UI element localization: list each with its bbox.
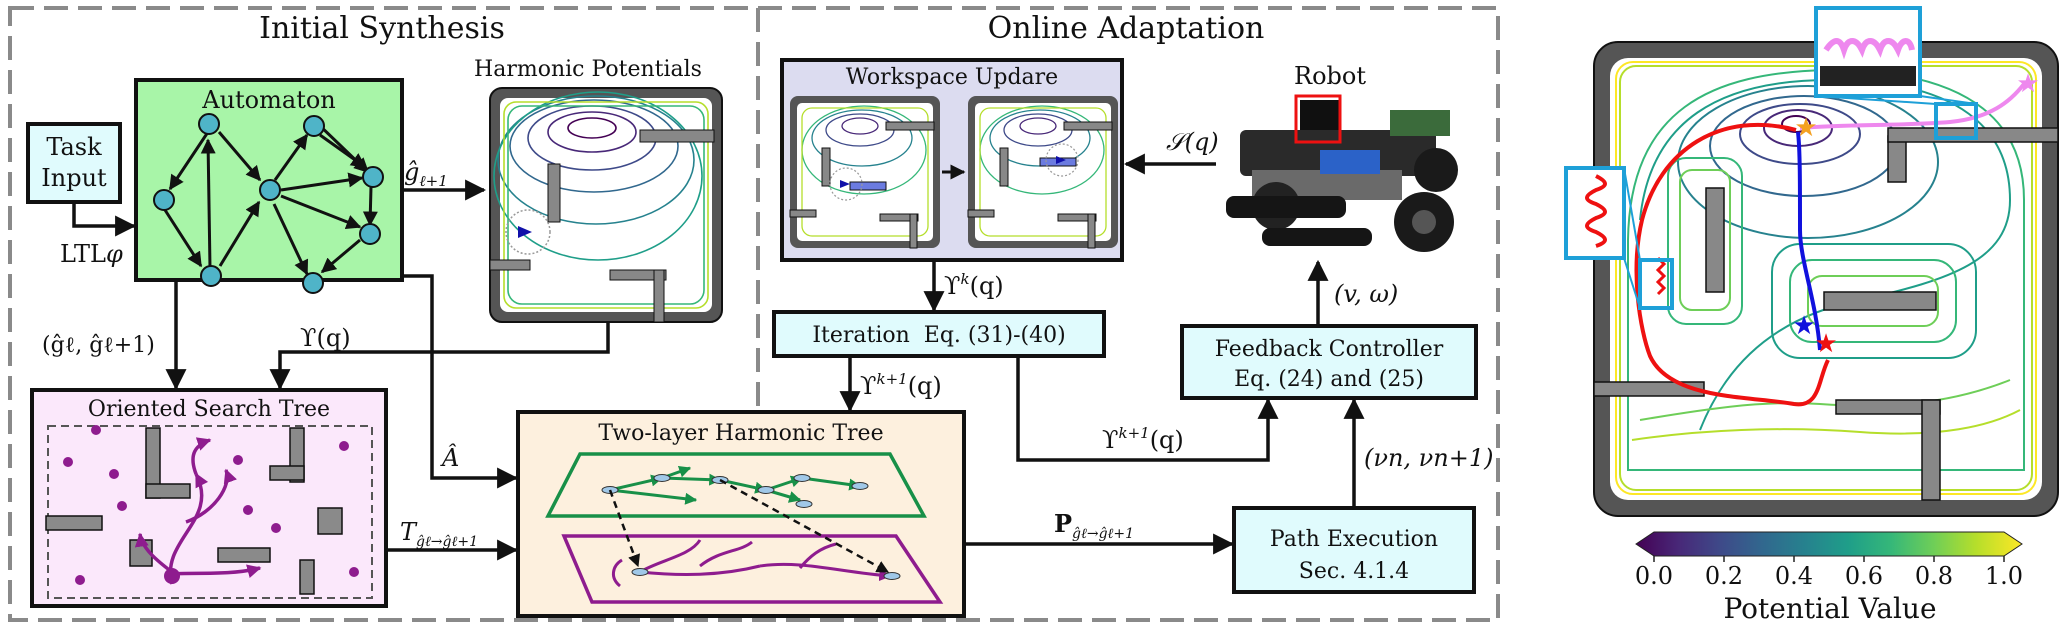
tree-t-label: Tĝℓ→ĝℓ+1 [400, 518, 478, 550]
path-p-label: Pĝℓ→ĝℓ+1 [1054, 509, 1134, 542]
task-input-block: Task Input [26, 122, 122, 204]
section-title-initial: Initial Synthesis [259, 11, 505, 46]
harmonic-potentials-map [489, 87, 723, 323]
colorbar-tick: 0.4 [1775, 562, 1813, 590]
section-title-online: Online Adaptation [988, 11, 1265, 46]
potential-field-map: ★ ★ ★ ★ [1564, 6, 2059, 517]
svg-text:★: ★ [1814, 329, 1837, 359]
ups-k-label: ϒk(q) [944, 270, 1004, 300]
section-frame [8, 6, 1500, 622]
oriented-search-tree-title: Oriented Search Tree [88, 397, 330, 422]
workspace-map-before [789, 96, 940, 249]
colorbar-label: Potential Value [1723, 592, 1936, 625]
a-hat-label: Â [440, 443, 459, 472]
automaton-node [259, 179, 281, 201]
v-omega-label: (v, ω) [1334, 280, 1398, 308]
workspace-map-after [967, 96, 1118, 249]
automaton-node [303, 115, 325, 137]
harmonic-potentials-title: Harmonic Potentials [474, 57, 702, 82]
automaton-title: Automaton [201, 86, 336, 114]
feedback-controller-label-2: Eq. (24) and (25) [1234, 367, 1424, 392]
path-execution-label-2: Sec. 4.1.4 [1299, 559, 1409, 584]
nu-label: (νn, νn+1) [1364, 444, 1493, 472]
upsilon-label: ϒ(q) [300, 324, 351, 352]
path-execution-label-1: Path Execution [1270, 527, 1438, 552]
colorbar: 0.0 0.2 0.4 0.6 0.8 1.0 Potential Value [1635, 531, 2023, 625]
workspace-update-title: Workspace Updare [846, 65, 1058, 90]
ups-k1-label-left: ϒk+1(q) [860, 370, 942, 400]
two-layer-tree-title: Two-layer Harmonic Tree [598, 421, 883, 446]
two-layer-harmonic-tree-block: Two-layer Harmonic Tree [516, 410, 966, 618]
automaton-node [302, 272, 324, 294]
s-q-label: 𝒮(q) [1166, 128, 1219, 156]
task-input-label-2: Input [41, 164, 107, 192]
colorbar-tick: 0.6 [1845, 562, 1883, 590]
iteration-block: Iteration Eq. (31)-(40) [772, 310, 1106, 358]
colorbar-tick: 1.0 [1985, 562, 2023, 590]
feedback-controller-block: Feedback Controller Eq. (24) and (25) [1180, 324, 1478, 400]
colorbar-tick: 0.8 [1915, 562, 1953, 590]
path-execution-block: Path Execution Sec. 4.1.4 [1232, 506, 1476, 594]
task-input-label-1: Task [46, 133, 102, 161]
robot-photo [1218, 90, 1464, 260]
automaton-node [200, 265, 222, 287]
svg-text:★: ★ [1792, 311, 1815, 341]
svg-text:★: ★ [1794, 113, 1817, 143]
workspace-update-block: Workspace Updare [780, 58, 1124, 262]
robot-title: Robot [1294, 62, 1366, 90]
automaton-node [362, 166, 384, 188]
colorbar-tick: 0.2 [1705, 562, 1743, 590]
g-pair-label: (ĝℓ, ĝℓ+1) [42, 333, 155, 358]
automaton-node [198, 113, 220, 135]
colorbar-tick: 0.0 [1635, 562, 1673, 590]
iteration-label: Iteration Eq. (31)-(40) [812, 323, 1065, 348]
automaton-graph [163, 120, 378, 276]
feedback-controller-label-1: Feedback Controller [1215, 337, 1444, 362]
oriented-search-tree-block: Oriented Search Tree [30, 388, 388, 608]
automaton-node [359, 223, 381, 245]
ups-k1-label-right: ϒk+1(q) [1102, 424, 1184, 454]
svg-text:★: ★ [2016, 69, 2039, 99]
ltl-label: LTLφ [60, 240, 123, 268]
automaton-node [153, 189, 175, 211]
g-next-label: ĝℓ+1 [404, 158, 448, 190]
automaton-block: Automaton [134, 78, 404, 294]
